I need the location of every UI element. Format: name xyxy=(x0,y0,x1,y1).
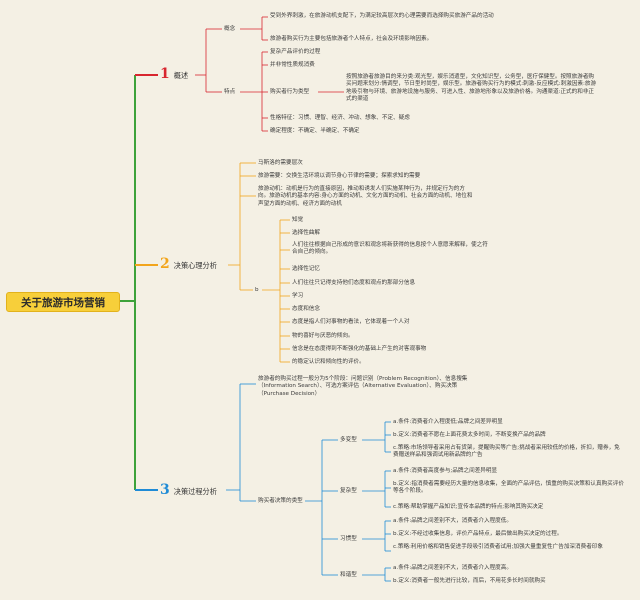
type-variety-b: b.定义:消费者不愿在上面花费太多时间，不断变换产品的品牌 xyxy=(393,432,546,438)
feature-item-4: 性格特征：习惯、理智、经济、冲动、想象、不定、疑虑 xyxy=(270,115,410,121)
s2-b-item-9: 物的喜好与厌恶的倾向。 xyxy=(292,333,354,339)
s3-intro: 旅游者的购买过程一般分为5个阶段：问题识别（Problem Recognitio… xyxy=(258,376,468,397)
type-habitual-b: b.定义:不经过收集信息，评价产品特点，最后做出购买决定的过程。 xyxy=(393,531,563,537)
s2-item-3: 旅游动机：动机是行为的直接原因，推动和诱发人们实施某种行为，并规定行为的方向。旅… xyxy=(258,186,473,207)
type-complex-a: a.条件:消费者高度参与;品牌之间差异明显 xyxy=(393,468,498,474)
s2-b-item-5: 人们往往只记得支持他们态度和观点的那部分信息 xyxy=(292,280,416,286)
type-harmony-a: a.条件:品牌之间差别不大，消费者介入程度高。 xyxy=(393,565,512,571)
section-3-title: 决策过程分析 xyxy=(173,487,217,496)
type-complex-label: 复杂型 xyxy=(340,488,357,494)
s2-b-label: b xyxy=(255,287,259,293)
s2-b-item-4: 选择性记忆 xyxy=(292,266,320,272)
concept-item-2: 旅游者购买行为主要包括旅游者个人特点，社会及环境影响因素。 xyxy=(270,36,433,42)
s2-b-item-7: 态度和信念 xyxy=(292,306,320,312)
s2-b-item-1: 知觉 xyxy=(292,217,304,223)
section-3-heading[interactable]: 3 决策过程分析 xyxy=(160,482,217,498)
section-1-heading[interactable]: 1 概述 xyxy=(160,66,188,82)
buyer-behavior-types-label: 购买者行为类型 xyxy=(270,89,310,95)
type-variety-label: 多变型 xyxy=(340,437,357,443)
feature-item-5: 确定程度：不确定、半确定、不确定 xyxy=(270,128,360,134)
feature-item-2: 并非常性质规消费 xyxy=(270,62,315,68)
type-harmony-b: b.定义:消费者一般先进行比较，而后，不用花多长时间就购买 xyxy=(393,578,546,584)
s2-b-item-10: 信念是在态度得到不断强化的基础上产生的对客观事物 xyxy=(292,346,427,352)
type-harmony-label: 和谐型 xyxy=(340,572,357,578)
section-2-title: 决策心理分析 xyxy=(173,261,217,270)
type-variety-a: a.条件:消费者介入程度低;品牌之间差异明显 xyxy=(393,419,503,425)
feature-item-1: 复杂产品评价的过程 xyxy=(270,49,321,55)
section-2-number: 2 xyxy=(160,256,170,272)
section-1-title: 概述 xyxy=(173,71,189,80)
type-habitual-label: 习惯型 xyxy=(340,536,357,542)
s2-item-2: 旅游需要：交换生活环境以调节身心节律的需要；探索求知的需要 xyxy=(258,173,421,179)
root-topic[interactable]: 关于旅游市场营销 xyxy=(6,292,120,312)
type-complex-c: c.策略:帮助掌握产品知识;宣传本品牌的特点;影响其购买决定 xyxy=(393,504,544,510)
decision-types-label: 购买者决策的类型 xyxy=(258,498,303,504)
type-complex-b: b.定义:指消费者需要经历大量的信息收集，全面的产品评估，慎重的购买决策和认真购… xyxy=(393,481,624,495)
s2-b-item-11: 的稳定认识和倾向性的评价。 xyxy=(292,359,365,365)
features-label: 特点 xyxy=(224,89,236,95)
s2-b-item-8: 态度是指人们对事物的看法，它体现着一个人对 xyxy=(292,319,410,325)
s2-b-item-2: 选择性曲解 xyxy=(292,230,320,236)
buyer-behavior-types-text: 按照旅游者旅游目的来分类:观光型，娱乐消遣型，文化知识型，公务型，医疗保健型。按… xyxy=(346,74,597,103)
s2-item-1: 马斯洛的需要层次 xyxy=(258,160,303,166)
type-variety-c: c.策略:市场领导者采用占有货架，提醒购买等广告;挑战者采用较低的价格，折扣，赠… xyxy=(393,445,620,459)
section-3-number: 3 xyxy=(160,482,170,498)
s2-b-item-3: 人们往往根据自己形成的意识和观念将新获得的信息按个人意愿来解释，使之符合自己的倾… xyxy=(292,242,488,256)
type-habitual-c: c.策略:利用价格和销售促进手段吸引消费者试用;加强大量重复性广告加深消费者印象 xyxy=(393,544,603,550)
s2-b-item-6: 学习 xyxy=(292,293,304,299)
type-habitual-a: a.条件:品牌之间差别不大，消费者介入程度低。 xyxy=(393,518,512,524)
section-1-number: 1 xyxy=(160,66,170,82)
section-2-heading[interactable]: 2 决策心理分析 xyxy=(160,256,217,272)
concept-label: 概念 xyxy=(224,26,236,32)
concept-item-1: 受到外界刺激，在旅游动机支配下，为满足较高层次的心理需要而选择购买旅游产品的活动 xyxy=(270,13,494,19)
